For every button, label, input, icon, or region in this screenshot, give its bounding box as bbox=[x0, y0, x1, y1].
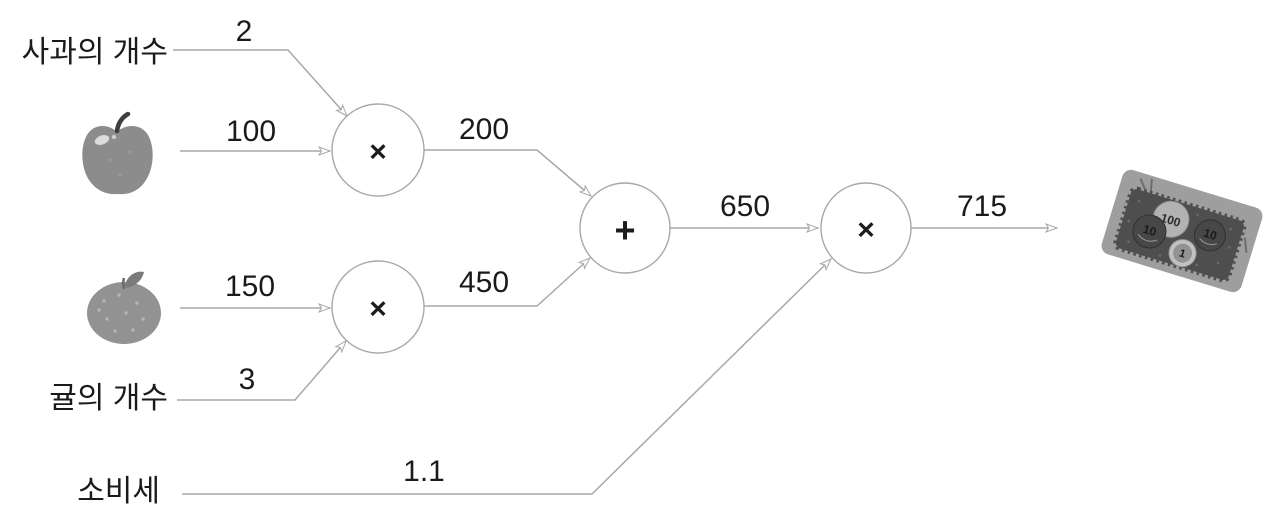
value-apple-price: 100 bbox=[226, 115, 276, 148]
edge-orange-subtotal-arrow bbox=[424, 258, 590, 307]
orange-icon bbox=[87, 271, 161, 344]
edge-orange-count-arrow bbox=[177, 341, 346, 401]
label-orange-count: 귤의 개수 bbox=[49, 382, 168, 415]
coin-10-right-value: 10 bbox=[1202, 226, 1219, 243]
node-multiply-apple bbox=[331, 103, 425, 197]
coin-10-left-value: 10 bbox=[1141, 222, 1158, 239]
label-tax: 소비세 bbox=[77, 475, 160, 508]
value-apple-count: 2 bbox=[236, 15, 253, 48]
value-apple-subtotal: 200 bbox=[459, 113, 509, 146]
coin-10-left: 10 bbox=[1132, 214, 1167, 249]
coin-10-right: 10 bbox=[1193, 219, 1226, 252]
value-tax-rate: 1.1 bbox=[403, 455, 445, 488]
coin-1: 1 bbox=[1168, 239, 1197, 268]
value-orange-count: 3 bbox=[239, 363, 256, 396]
edge-tax-rate-arrow bbox=[182, 259, 831, 495]
node-add-symbol: + bbox=[614, 210, 635, 251]
node-add bbox=[579, 182, 671, 274]
money-tray-icon: 100 10 10 1 bbox=[1101, 169, 1263, 293]
edge-apple-subtotal-arrow bbox=[424, 149, 591, 196]
node-multiply-orange bbox=[331, 260, 425, 354]
node-multiply-tax-symbol: × bbox=[857, 214, 875, 247]
node-multiply-apple-symbol: × bbox=[369, 136, 387, 169]
label-apple-count: 사과의 개수 bbox=[22, 36, 168, 69]
value-final-total: 715 bbox=[957, 190, 1007, 223]
coin-1-value: 1 bbox=[1178, 247, 1187, 260]
node-multiply-orange-symbol: × bbox=[369, 293, 387, 326]
node-multiply-tax bbox=[820, 182, 912, 274]
apple-icon bbox=[82, 111, 153, 195]
value-orange-subtotal: 450 bbox=[459, 266, 509, 299]
edge-apple-count-arrow bbox=[173, 49, 347, 116]
value-orange-price: 150 bbox=[225, 270, 275, 303]
value-pre-tax-total: 650 bbox=[720, 190, 770, 223]
